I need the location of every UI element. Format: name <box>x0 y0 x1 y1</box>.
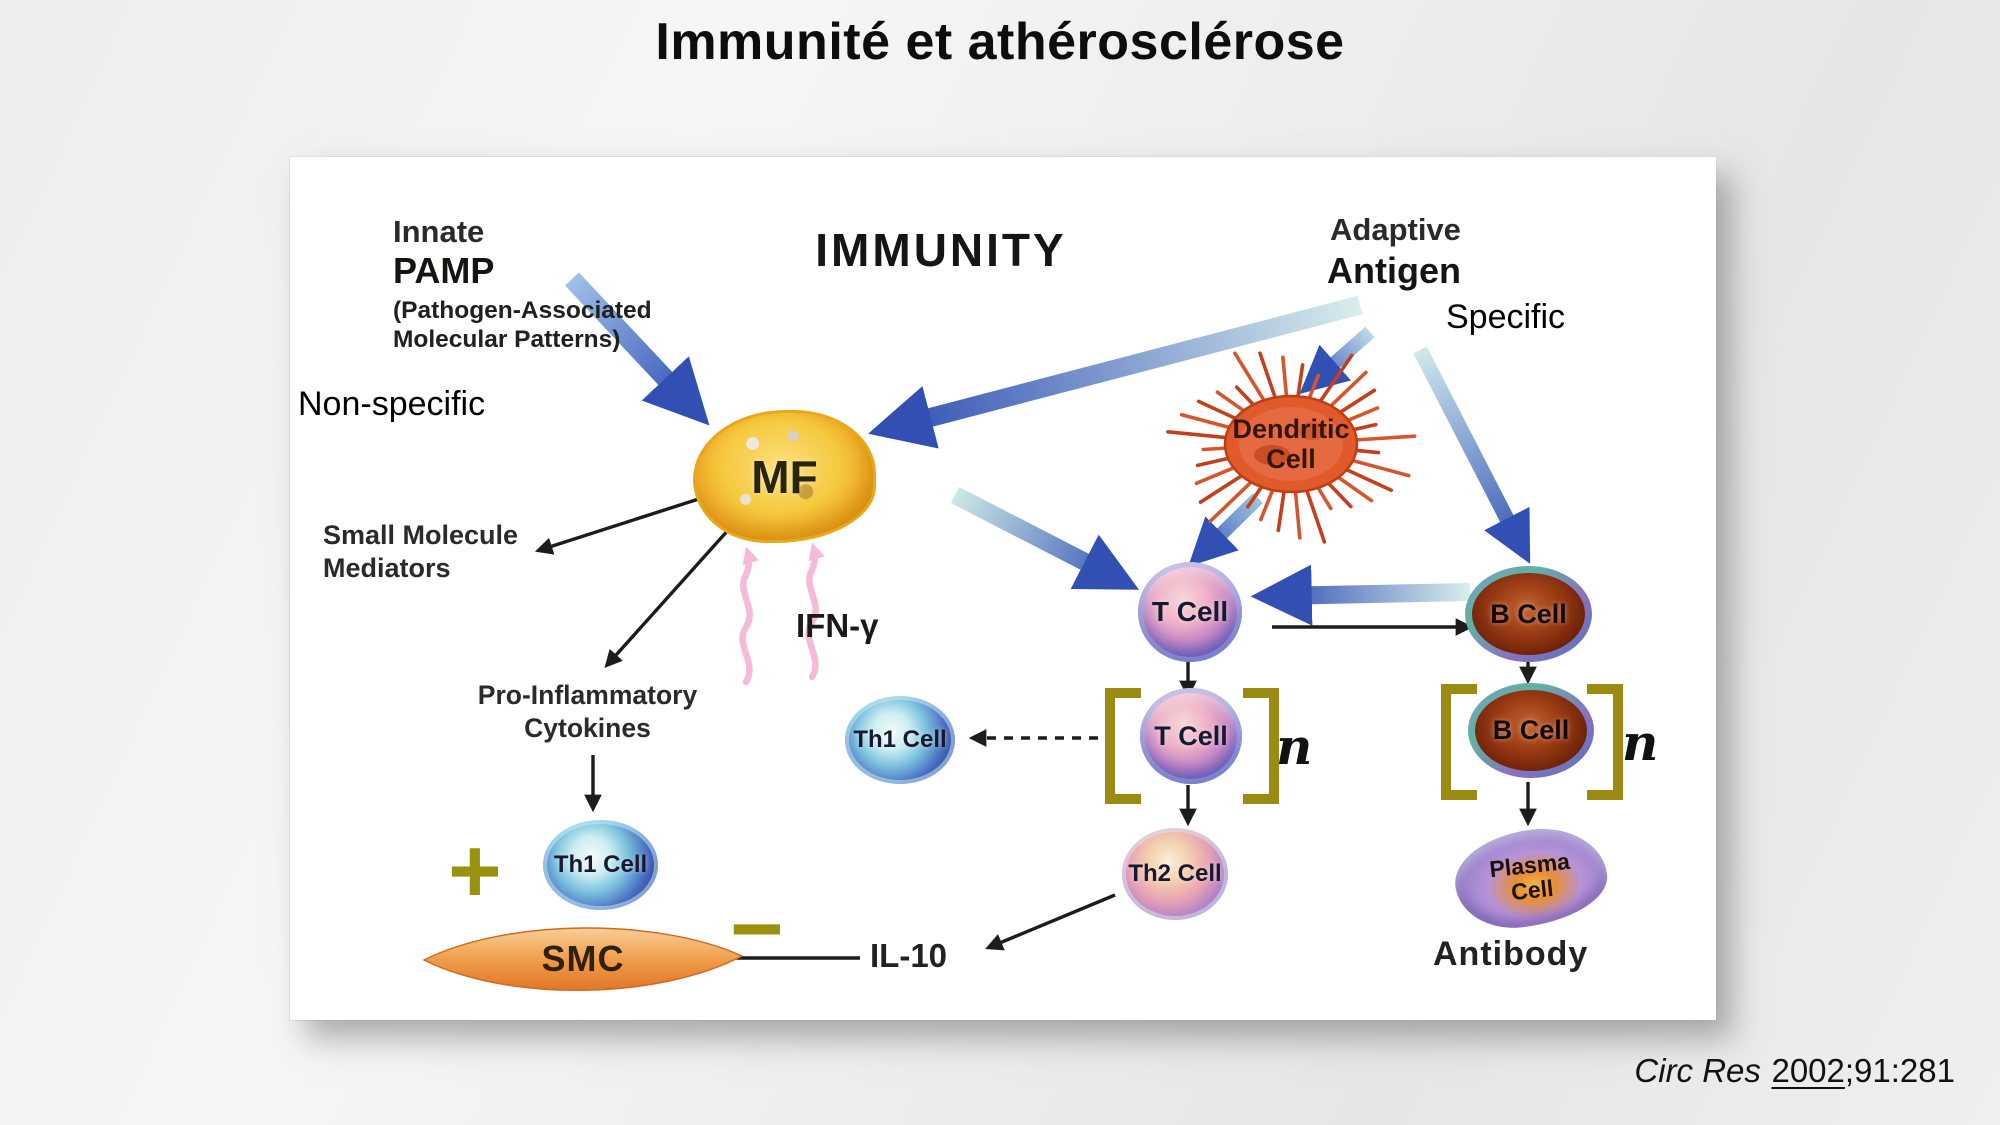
th2-to-il10-arrow <box>985 893 1116 951</box>
non-specific-label: Non-specific <box>298 385 486 423</box>
b-cell-graphic: B Cell <box>1465 566 1592 662</box>
b-clone-n-subscript: n <box>1622 713 1659 772</box>
immunity-heading: IMMUNITY <box>815 224 1067 276</box>
antigen-to-dendritic-arrow <box>1299 326 1375 395</box>
minus-sign: − <box>730 878 784 980</box>
b-cell-clone-graphic: B Cell <box>1468 683 1594 778</box>
th2-cell-graphic: Th2 Cell <box>1122 828 1228 920</box>
pro-inflammatory-cytokines-label: Pro-Inflammatory Cytokines <box>477 680 698 744</box>
antibody-label: Antibody <box>1433 935 1589 973</box>
antigen-label: Antigen <box>1327 250 1461 291</box>
pamp-desc-line2: Molecular Patterns) <box>393 326 621 353</box>
th2-cell-label: Th2 Cell <box>1128 860 1222 887</box>
mf-to-mediators-arrow <box>534 494 709 555</box>
t-cell-label: T Cell <box>1151 596 1229 627</box>
ifn-squiggle-arrow <box>739 546 759 686</box>
macrophage-cell-graphic: MF <box>693 410 876 543</box>
ifn-gamma-label: IFN-γ <box>796 607 879 644</box>
dendritic-label-line1: Dendritic <box>1232 413 1350 444</box>
t-clone-bracket-left <box>1105 688 1141 804</box>
dendritic-label-line2: Cell <box>1266 444 1316 474</box>
il10-label: IL-10 <box>870 937 948 974</box>
th1-cell-mid-label: Th1 Cell <box>853 726 947 753</box>
specific-label: Specific <box>1446 298 1566 336</box>
t-clone-n-subscript: n <box>1276 717 1313 776</box>
mf-label: MF <box>751 450 818 503</box>
slide-title: Immunité et athérosclérose <box>655 13 1345 71</box>
diagram-panel: Innate PAMP (Pathogen-Associated Molecul… <box>290 157 1716 1020</box>
smc-graphic: SMC <box>418 916 748 1001</box>
plasma-label-line2: Cell <box>1509 874 1555 906</box>
citation-journal: Circ Res <box>1634 1052 1761 1089</box>
pamp-label: PAMP <box>393 250 495 291</box>
mf-to-cytokines-arrow <box>604 526 732 668</box>
plus-sign: + <box>448 820 502 922</box>
citation: Circ Res 2002;91:281 <box>1634 1052 1955 1090</box>
antigen-to-bcell-arrow <box>1413 346 1531 564</box>
citation-year: 2002 <box>1771 1052 1845 1089</box>
th1-cell-bottom-label: Th1 Cell <box>553 851 648 878</box>
th1-cell-bottom-graphic: Th1 Cell <box>543 820 658 910</box>
citation-pages: ;91:281 <box>1844 1052 1955 1089</box>
adaptive-title: Adaptive <box>1330 212 1461 247</box>
t-clone-bracket-right <box>1243 688 1279 804</box>
mf-to-tcell-arrow <box>950 486 1140 590</box>
b-cell-label: B Cell <box>1490 598 1567 629</box>
b-clone-bracket-right <box>1587 684 1623 800</box>
dendritic-cell-graphic: Dendritic Cell <box>1150 303 1432 585</box>
b-clone-bracket-left <box>1441 684 1477 800</box>
b-cell-clone-label: B Cell <box>1492 715 1570 745</box>
innate-to-mf-arrow <box>565 272 710 426</box>
ifn-squiggle-arrow <box>805 542 825 681</box>
bcell-to-tcell-arrow <box>1250 564 1471 626</box>
adaptive-to-mf-arrow <box>868 295 1363 449</box>
pamp-desc-line1: (Pathogen-Associated <box>393 297 652 324</box>
innate-title: Innate <box>393 214 485 249</box>
t-cell-clone-graphic: T Cell <box>1140 688 1242 784</box>
t-cell-clone-label: T Cell <box>1154 720 1228 751</box>
th1-cell-mid-graphic: Th1 Cell <box>845 696 955 784</box>
small-molecule-mediators-label: Small Molecule Mediators <box>323 520 519 583</box>
smc-label: SMC <box>541 937 625 979</box>
t-cell-graphic: T Cell <box>1138 562 1242 662</box>
